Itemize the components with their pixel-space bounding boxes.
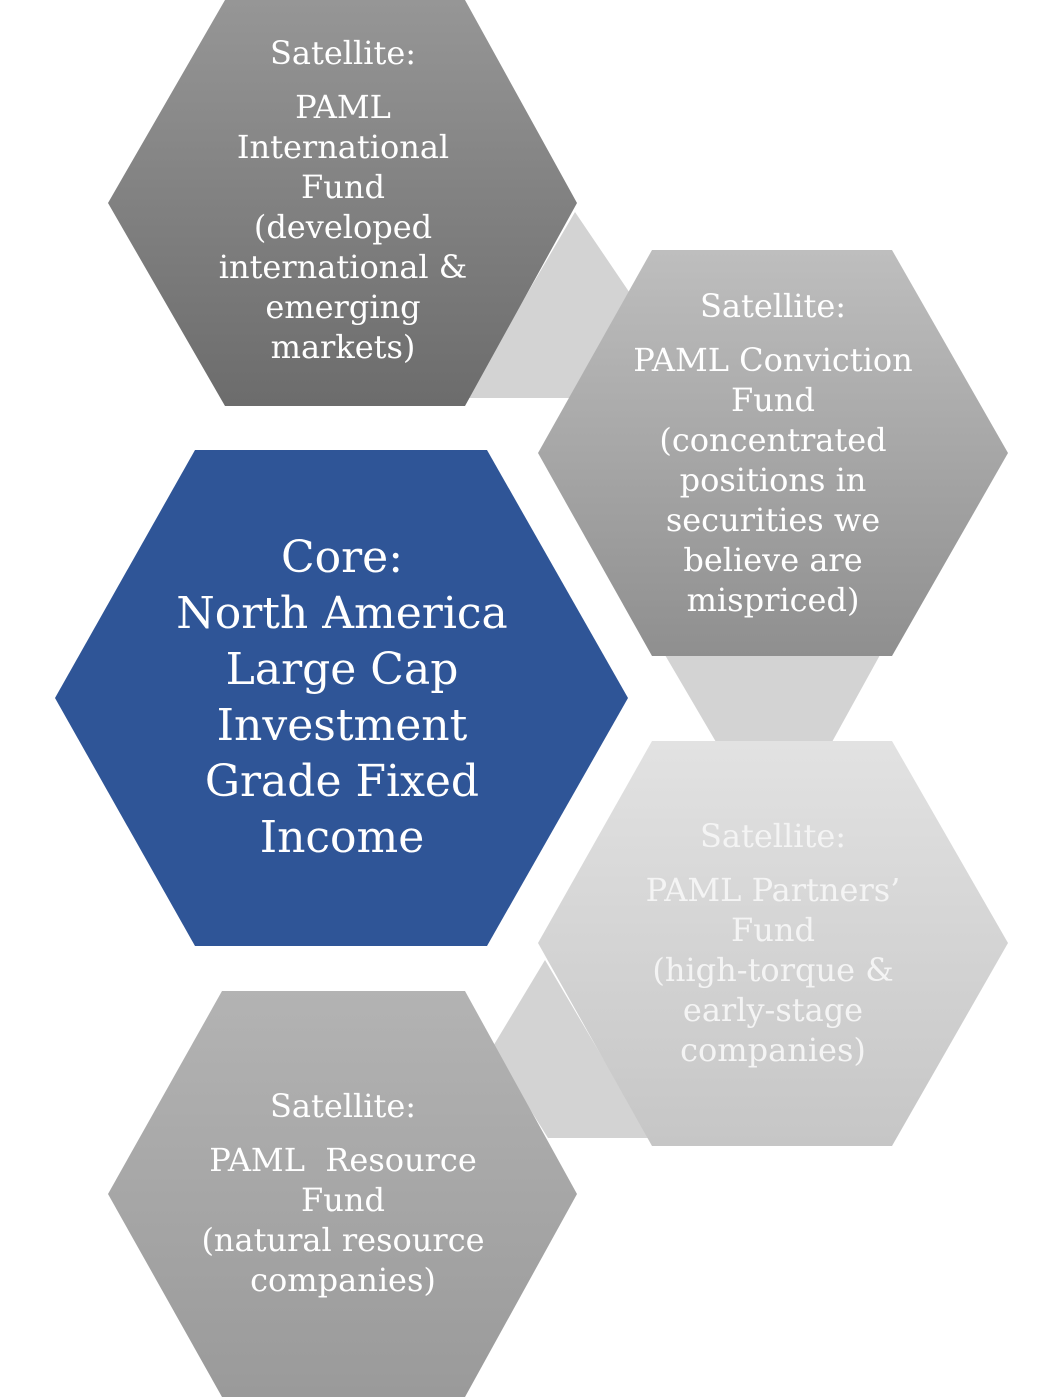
label-core: Core: North America Large Cap Investment…: [55, 450, 629, 945]
partners-line: (high-torque &: [652, 950, 894, 989]
resource-heading: Satellite:: [269, 1086, 417, 1125]
hexagon-international: [108, 0, 577, 406]
label-resource: Satellite: PAML Resource Fund (natural r…: [110, 1085, 576, 1300]
international-line: (developed: [253, 208, 433, 246]
label-international: Satellite: PAML International Fund (deve…: [110, 30, 576, 370]
core-heading: Core:: [280, 531, 404, 583]
partners-line: PAML Partners’: [645, 870, 901, 909]
partners-line: early-stage: [682, 990, 864, 1029]
conviction-line: PAML Conviction: [633, 340, 913, 379]
partners-heading: Satellite:: [699, 816, 847, 855]
core-line: Investment: [216, 699, 468, 751]
resource-line: (natural resource: [201, 1220, 485, 1259]
international-line: Fund: [301, 168, 385, 206]
conviction-line: Fund: [731, 380, 815, 419]
connector-partners-resource: [492, 960, 650, 1138]
conviction-line: mispriced): [686, 580, 860, 619]
conviction-line: believe are: [683, 540, 863, 579]
conviction-line: securities we: [665, 500, 881, 539]
international-heading: Satellite:: [269, 34, 417, 72]
international-line: International: [236, 128, 450, 166]
core-line: Income: [259, 811, 425, 863]
conviction-line: (concentrated: [659, 420, 887, 459]
conviction-heading: Satellite:: [699, 286, 847, 325]
partners-line: companies): [680, 1030, 866, 1069]
resource-line: PAML Resource: [209, 1140, 477, 1179]
international-line: international &: [218, 248, 468, 286]
hexagon-partners: [538, 741, 1008, 1146]
connector-conviction-partners: [665, 655, 880, 742]
core-line: Large Cap: [225, 643, 459, 695]
partners-line: Fund: [731, 910, 815, 949]
hexagon-resource: [108, 991, 577, 1397]
label-partners: Satellite: PAML Partners’ Fund (high-tor…: [540, 810, 1006, 1075]
resource-line: companies): [250, 1260, 436, 1299]
international-line: emerging: [265, 288, 421, 326]
label-conviction: Satellite: PAML Conviction Fund (concent…: [540, 270, 1006, 635]
hexagon-conviction: [538, 250, 1008, 656]
international-line: PAML: [295, 88, 391, 126]
conviction-line: positions in: [679, 460, 867, 499]
core-line: Grade Fixed: [204, 755, 480, 807]
core-line: North America: [176, 587, 508, 639]
hexagon-core: [55, 450, 628, 946]
resource-line: Fund: [301, 1180, 385, 1219]
international-line: markets): [270, 328, 416, 366]
